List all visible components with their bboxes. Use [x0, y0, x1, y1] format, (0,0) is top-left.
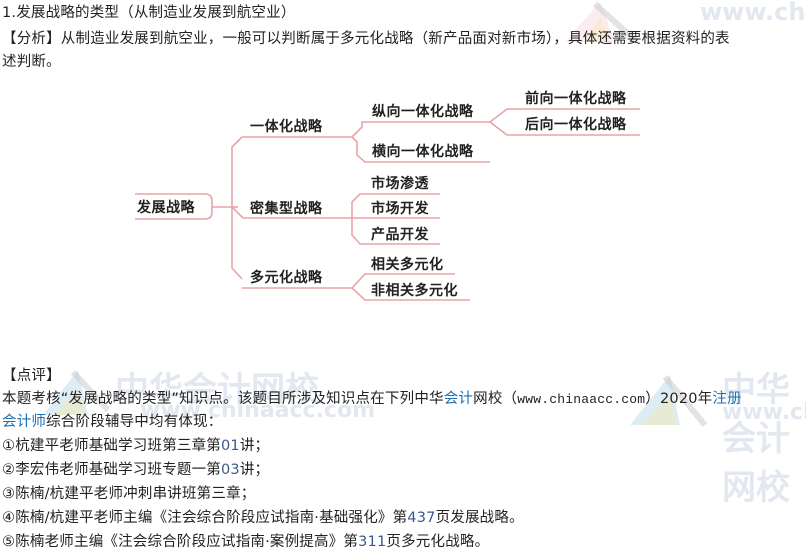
analysis-line-2: 述判断。 — [2, 54, 61, 70]
mindmap-branch-intensive: 密集型战略 — [250, 201, 323, 217]
review-item-text: ③陈楠/杭建平老师冲刺串讲班第三章； — [2, 486, 256, 502]
link-kuaijishi[interactable]: 会计师 — [2, 414, 47, 430]
mindmap-node-backward-integration: 后向一体化战略 — [525, 117, 627, 133]
review-item-text: ④陈楠/杭建平老师主编《注会综合阶段应试指南·基础强化》第 — [2, 510, 408, 526]
mindmap-connectors — [135, 108, 640, 301]
mindmap-root: 发展战略 — [137, 200, 195, 216]
review-item-text: 页发展战略。 — [435, 510, 524, 526]
mindmap-branch-integration: 一体化战略 — [250, 119, 323, 135]
review-item-text: 讲； — [239, 438, 270, 454]
mindmap-node-related-diversification: 相关多元化 — [371, 257, 444, 273]
review-item-1: ①杭建平老师基础学习班第三章第01讲； — [2, 436, 269, 456]
mindmap-branch-diversification: 多元化战略 — [250, 270, 323, 286]
watermark-cn-right: 中华会计网校 — [722, 370, 790, 508]
site-url: www.chinaacc.com — [517, 392, 646, 407]
mindmap-node-market-penetration: 市场渗透 — [371, 176, 429, 192]
review-item-text: ⑤陈楠老师主编《注会综合阶段应试指南·案例提高》第 — [2, 534, 359, 550]
review-item-text: 页多元化战略。 — [386, 534, 490, 550]
review-item-number: 311 — [358, 534, 387, 550]
review-item-text: ②李宏伟老师基础学习班专题一第 — [2, 462, 221, 478]
mindmap-node-product-development: 产品开发 — [371, 227, 429, 243]
review-heading: 【点评】 — [2, 368, 61, 384]
mindmap-node-forward-integration: 前向一体化战略 — [525, 91, 627, 107]
mindmap-node-horizontal-integration: 横向一体化战略 — [372, 144, 474, 160]
review-item-3: ③陈楠/杭建平老师冲刺串讲班第三章； — [2, 484, 255, 504]
review-item-number: 03 — [221, 462, 240, 478]
review-item-5: ⑤陈楠老师主编《注会综合阶段应试指南·案例提高》第311页多元化战略。 — [2, 532, 489, 552]
mindmap-node-unrelated-diversification: 非相关多元化 — [371, 283, 458, 299]
review-item-number: 01 — [221, 438, 240, 454]
mindmap-node-market-development: 市场开发 — [371, 201, 429, 217]
review-item-2: ②李宏伟老师基础学习班专题一第03讲； — [2, 460, 269, 480]
analysis-line-1: 【分析】从制造业发展到航空业，一般可以判断属于多元化战略（新产品面对新市场），具… — [2, 31, 730, 47]
review-line-2-text: 综合阶段辅导中均有体现： — [46, 414, 223, 430]
review-item-text: 讲； — [239, 462, 270, 478]
review-line-2: 会计师综合阶段辅导中均有体现： — [2, 412, 223, 432]
mindmap-node-vertical-integration: 纵向一体化战略 — [372, 104, 474, 120]
review-intro: 本题考核“发展战略的类型”知识点。该题目所涉及知识点在下列中华会计网校（www.… — [2, 389, 742, 410]
review-intro-text-b: 网校（ — [473, 391, 518, 407]
review-item-number: 437 — [407, 510, 436, 526]
review-item-text: ①杭建平老师基础学习班第三章第 — [2, 438, 221, 454]
review-item-4: ④陈楠/杭建平老师主编《注会综合阶段应试指南·基础强化》第437页发展战略。 — [2, 508, 524, 528]
link-kuaiji[interactable]: 会计 — [443, 391, 474, 407]
review-intro-text-a: 本题考核“发展战略的类型”知识点。该题目所涉及知识点在下列中华 — [2, 391, 444, 407]
review-intro-text-c: ）2020年 — [645, 391, 713, 407]
link-zhuce[interactable]: 注册 — [712, 391, 742, 407]
question-title: 1.发展战略的类型（从制造业发展到航空业） — [2, 5, 296, 21]
